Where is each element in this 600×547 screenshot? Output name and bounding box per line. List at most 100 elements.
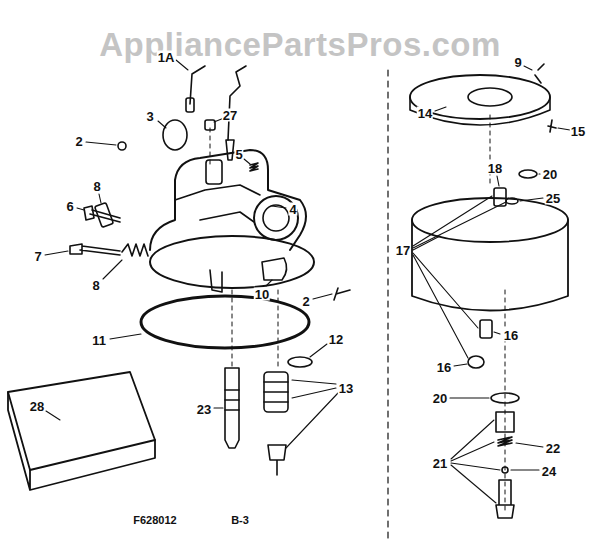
dashed-guide [387, 70, 388, 540]
callout-number: 11 [91, 334, 107, 347]
bowl-screw [491, 393, 519, 518]
leader-lines [158, 121, 166, 128]
callout-number: 28 [29, 400, 45, 413]
leader-lines [524, 66, 532, 70]
leader-lines [558, 128, 570, 130]
leader-lines [413, 196, 492, 246]
callout-number: 22 [545, 442, 561, 455]
leader-lines [272, 206, 286, 208]
callout-number: 5 [234, 148, 243, 161]
callout-number: 3 [145, 110, 154, 123]
carburetor-body [250, 163, 258, 171]
jets [225, 357, 312, 475]
dashed-guide [210, 70, 505, 540]
callout-number: 13 [338, 382, 354, 395]
callout-number: 2 [301, 295, 310, 308]
jets [268, 445, 286, 475]
carburetor-body [163, 120, 187, 150]
carburetor-body [206, 160, 222, 184]
leader-lines [435, 107, 446, 111]
carburetor-body [70, 244, 120, 255]
leader-lines [413, 202, 506, 248]
carburetor-body [84, 206, 94, 220]
float-bowl [412, 198, 568, 242]
leader-lines [310, 344, 327, 357]
float-bowl [519, 170, 537, 178]
dashed-guide [505, 290, 506, 510]
dashed-guide [232, 290, 233, 370]
callout-number: 18 [487, 162, 503, 175]
carburetor-body [122, 244, 148, 256]
linkage-rods [186, 66, 246, 160]
callout-number: 4 [288, 203, 297, 216]
leader-lines [45, 60, 570, 503]
carburetor-body [150, 150, 306, 250]
carburetor-body [175, 185, 260, 200]
float-bowl [412, 170, 568, 368]
float [548, 120, 556, 132]
callout-number: 23 [196, 403, 212, 416]
callout-number: 20 [542, 168, 558, 181]
bowl-screw [491, 393, 519, 403]
callout-number: 25 [545, 192, 561, 205]
leader-lines [103, 260, 122, 279]
jets [225, 390, 239, 410]
callout-number: 8 [91, 279, 100, 292]
callout-number: 16 [436, 361, 452, 374]
leader-lines [45, 251, 68, 255]
linkage-rods [228, 66, 246, 140]
bowl-screw [496, 412, 514, 432]
float [410, 75, 550, 119]
callout-number: 27 [222, 109, 238, 122]
callout-number: 7 [33, 250, 42, 263]
float [535, 64, 544, 83]
leader-lines [451, 442, 494, 461]
leader-lines [313, 294, 332, 299]
leader-lines [516, 443, 543, 447]
leader-lines [99, 194, 101, 203]
bowl-screw [496, 480, 514, 518]
leader-lines [244, 159, 250, 164]
leader-lines [292, 380, 336, 384]
bowl-screw [502, 467, 508, 473]
float [410, 97, 550, 125]
callout-number: 1A [157, 51, 176, 64]
leader-lines [286, 393, 338, 448]
carburetor-body [118, 142, 126, 150]
callout-number: 17 [395, 244, 411, 257]
gasket-kit-box [8, 372, 155, 470]
leader-lines [520, 198, 543, 201]
callout-number: 2 [74, 135, 83, 148]
leader-lines [497, 176, 499, 186]
callout-number: 20 [432, 392, 448, 405]
callout-number: 15 [570, 125, 586, 138]
carburetor-body [95, 203, 114, 228]
leader-lines [539, 173, 540, 174]
carburetor-body [263, 205, 289, 231]
leader-lines [77, 208, 84, 210]
carburetor-body [254, 196, 298, 240]
leader-lines [494, 332, 500, 334]
callout-number: 12 [328, 333, 344, 346]
float-bowl [468, 356, 484, 368]
jets [225, 368, 239, 448]
leader-lines [292, 388, 336, 398]
carburetor-body [262, 258, 287, 280]
callout-number: 16 [503, 329, 519, 342]
leader-lines [176, 60, 188, 70]
float [468, 88, 512, 106]
callout-number: 9 [513, 56, 522, 69]
callout-number: 14 [417, 107, 433, 120]
gasket-ring [141, 296, 309, 348]
gasket-kit-box [8, 392, 155, 490]
leader-lines [454, 364, 467, 366]
carburetor-body [90, 210, 120, 222]
leader-lines [450, 397, 489, 398]
callout-number: 8 [92, 180, 101, 193]
bowl-screw [498, 437, 512, 446]
carburetor-body [210, 270, 222, 292]
callout-number: 10 [254, 288, 270, 301]
leader-lines [511, 469, 539, 470]
leader-lines [413, 255, 468, 358]
